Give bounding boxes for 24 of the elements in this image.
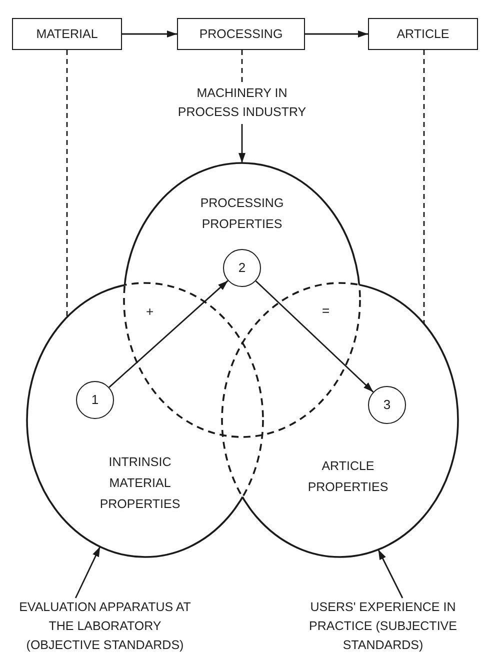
property-ellipse [124,163,360,437]
arrow [74,546,101,598]
connector-line [423,50,425,324]
property-ellipse [27,283,263,557]
caption-text: USERS' EXPERIENCE IN PRACTICE (SUBJECTIVE STANDARDS) [293,598,473,656]
process-box: PROCESSING [177,18,305,50]
process-box: ARTICLE [368,18,478,50]
ellipse-label: ARTICLE PROPERTIES [306,458,390,496]
arrow [305,30,368,38]
connector-line [241,50,243,84]
arrow [108,280,228,388]
caption-text: EVALUATION APPARATUS AT THE LABORATORY (OBJECTIVE STANDARDS) [19,598,191,656]
operator-symbol: = [322,304,330,317]
ellipse-label: INTRINSIC MATERIAL PROPERTIES [98,454,182,513]
connector-line [66,50,68,318]
arrow [122,30,177,38]
arrow [238,124,246,163]
arrow [378,549,404,598]
operator-symbol: + [146,305,154,318]
arrow [255,280,374,392]
caption-text: MACHINERY IN PROCESS INDUSTRY [174,84,310,124]
ellipse-label: PROCESSING PROPERTIES [199,195,285,233]
process-box: MATERIAL [12,18,122,50]
property-ellipse [222,283,458,557]
